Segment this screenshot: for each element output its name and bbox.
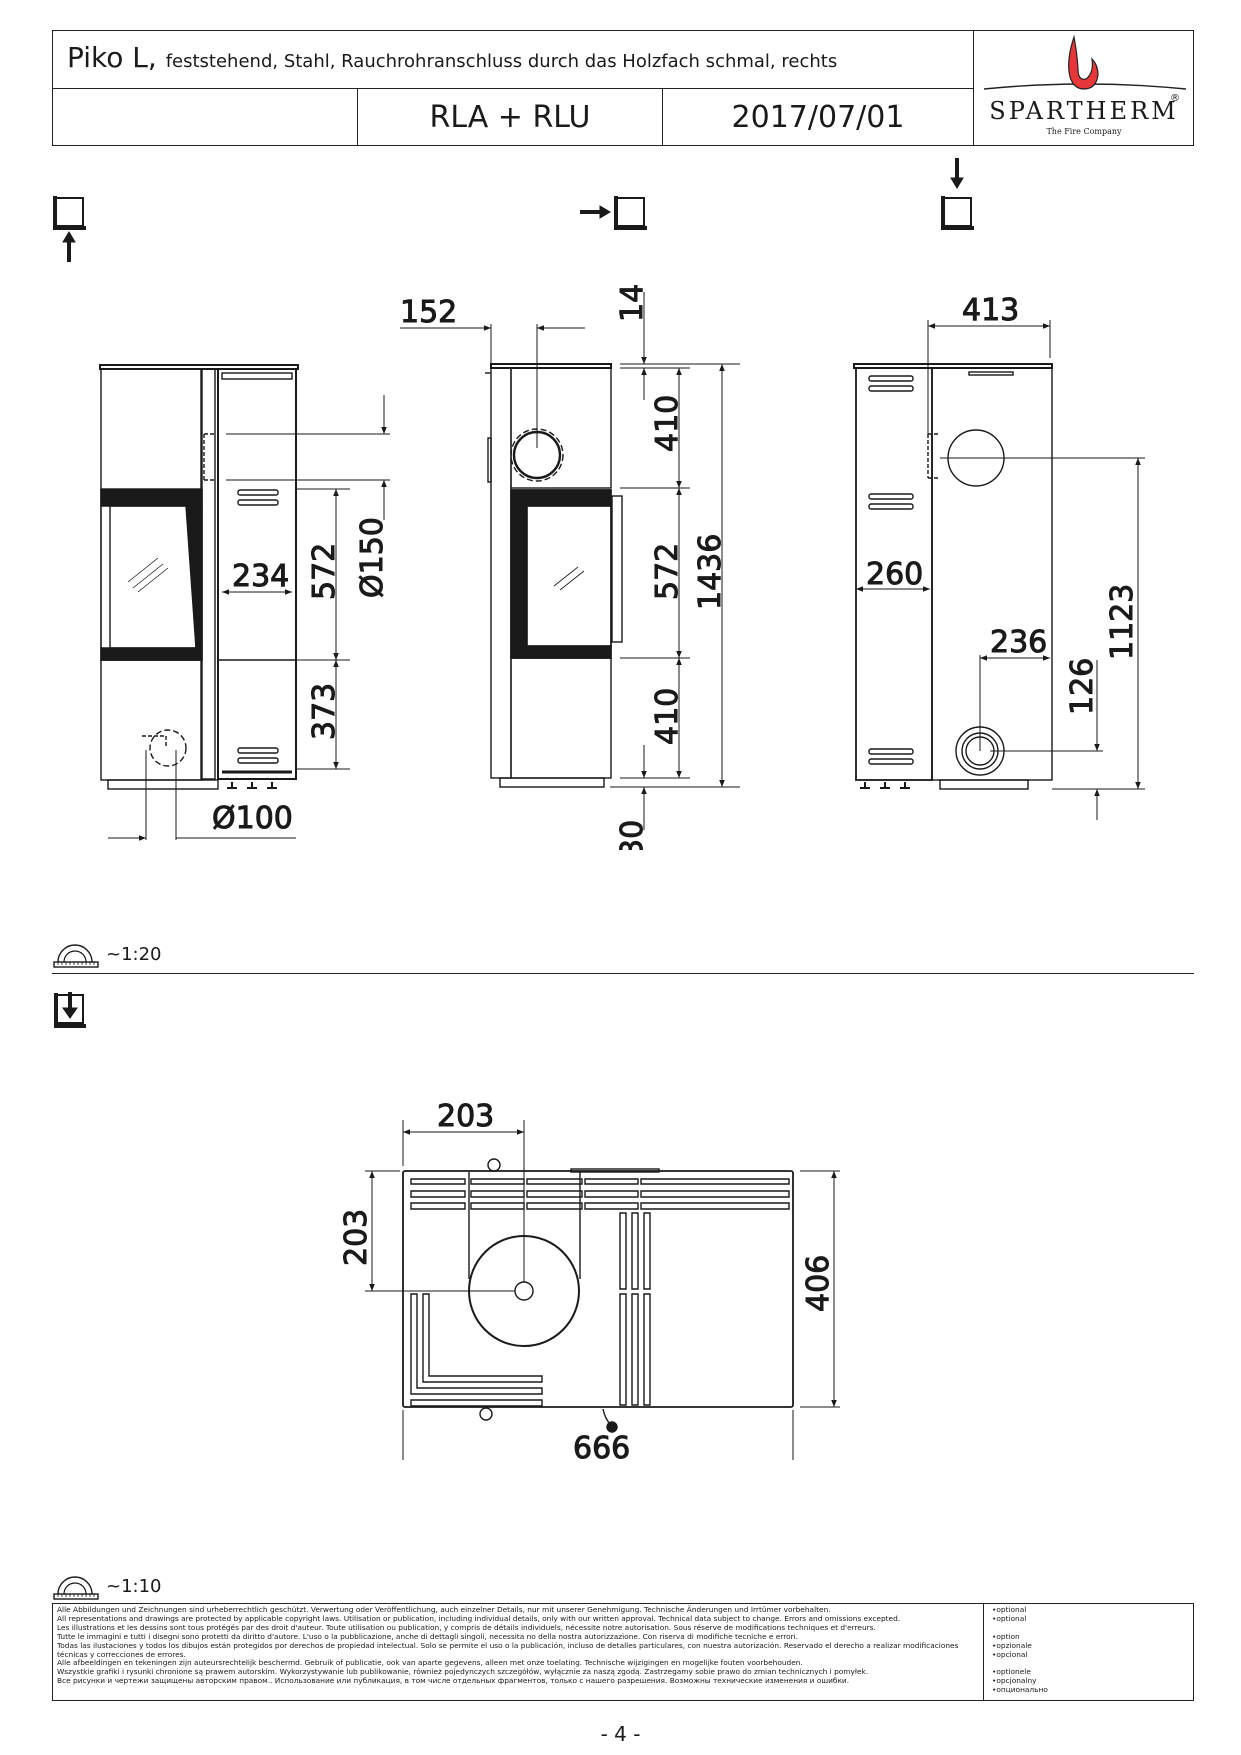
copyright-notice: Alle Abbildungen und Zeichnungen sind ur… (52, 1603, 1194, 1701)
title-block: Piko L, feststehend, Stahl, Rauchrohrans… (52, 30, 1194, 146)
legal-line-it: Tutte le immagini e tutti i disegni sono… (57, 1631, 799, 1641)
scale-elevations: ~1:20 (52, 940, 162, 968)
dim-air-inlet-height: 126 (1065, 658, 1100, 715)
optional-es: •opcional (992, 1649, 1028, 1659)
optional-en: •optional (992, 1613, 1027, 1623)
variant-cell: RLA + RLU (358, 89, 663, 146)
plan-drawing: 203 203 406 666 (54, 992, 840, 1460)
model-name: Piko L, (67, 41, 157, 74)
legal-line-ru: Все рисунки и чертежи защищены авторским… (57, 1676, 850, 1686)
dim-wood-compartment-width: 260 (866, 557, 923, 592)
dim-plinth: 30 (615, 820, 650, 850)
legal-line-es: Todas las ilustaciones y todos los dibuj… (57, 1640, 959, 1659)
view-from-side-icon (580, 196, 647, 230)
title-row: Piko L, feststehend, Stahl, Rauchrohrans… (53, 31, 973, 89)
dim-wood-width: 234 (232, 559, 289, 594)
optional-fr: •option (992, 1631, 1020, 1641)
dim-flue-offset: 152 (400, 295, 457, 330)
section-divider (52, 973, 1194, 974)
dim-air-inlet-diameter: Ø100 (212, 801, 293, 836)
elevation-drawings: 234 572 Ø150 373 Ø100 152 14 410 572 (53, 158, 1145, 850)
side-view (400, 292, 740, 830)
dim-flue-x: 203 (437, 1099, 494, 1134)
dim-flue-y: 203 (339, 1209, 374, 1266)
page-number: - 4 - (600, 1722, 641, 1746)
scale-protractor-icon (53, 944, 99, 968)
dim-air-inlet-offset: 236 (990, 625, 1047, 660)
view-from-top-icon (941, 158, 974, 230)
dim-firebox-height-front: 572 (307, 543, 342, 600)
legal-line-nl: Alle afbeeldingen en tekeningen zijn aut… (57, 1658, 803, 1668)
dim-flue-height: 1123 (1105, 584, 1140, 660)
legal-line-en: All representations and drawings are pro… (57, 1613, 901, 1623)
optional-it: •opzionale (992, 1640, 1032, 1650)
optional-de: •optional (992, 1605, 1027, 1614)
plan-view (365, 1120, 840, 1460)
dim-firebox-height-side: 572 (650, 543, 685, 600)
document-title: Piko L, feststehend, Stahl, Rauchrohrans… (67, 41, 837, 74)
brand-name: SPARTHERM (989, 97, 1179, 125)
model-description: feststehend, Stahl, Rauchrohranschluss d… (165, 51, 838, 72)
front-view (99, 364, 390, 841)
dim-top-plate: 14 (615, 284, 650, 322)
date-cell: 2017/07/01 (663, 89, 973, 146)
scale-label: ~1:20 (106, 943, 162, 965)
scale-plan: ~1:10 (52, 1572, 162, 1600)
dim-flue-offset-rear: 413 (962, 293, 1019, 328)
revision-date: 2017/07/01 (731, 100, 905, 135)
spartherm-logo: SPARTHERM ® The Fire Company (973, 31, 1193, 145)
optional-pl: •opcjonalny (992, 1676, 1037, 1686)
legal-line-de: Alle Abbildungen und Zeichnungen sind ur… (57, 1605, 831, 1614)
view-from-front-icon (53, 196, 86, 262)
brand-tagline: The Fire Company (1046, 127, 1122, 136)
dim-bottom-section: 410 (650, 688, 685, 745)
variant-code: RLA + RLU (429, 100, 591, 135)
optional-legend: •optional •optional •option •opzionale •… (983, 1604, 1183, 1700)
dim-flue-diameter: Ø150 (355, 517, 390, 598)
legal-line-pl: Wszystkie grafiki i rysunki chronione są… (57, 1667, 869, 1677)
plan-view-icon (54, 992, 86, 1028)
dim-depth: 406 (801, 1255, 836, 1312)
flame-icon (983, 34, 1187, 90)
dim-top-section: 410 (650, 395, 685, 452)
scale-protractor-icon (53, 1576, 99, 1600)
dim-width: 666 (573, 1431, 630, 1460)
optional-ru: •опционально (992, 1685, 1048, 1695)
dim-total-height: 1436 (693, 534, 728, 610)
dim-bottom-height: 373 (307, 683, 342, 740)
copyright-text: Alle Abbildungen und Zeichnungen sind ur… (57, 1605, 977, 1686)
empty-cell (53, 89, 358, 146)
legal-line-fr: Les illustrations et les dessins sont to… (57, 1622, 876, 1632)
optional-nl: •optionele (992, 1667, 1031, 1677)
rear-view (853, 320, 1145, 820)
scale-label: ~1:10 (106, 1575, 162, 1597)
registered-mark: ® (1170, 93, 1180, 104)
